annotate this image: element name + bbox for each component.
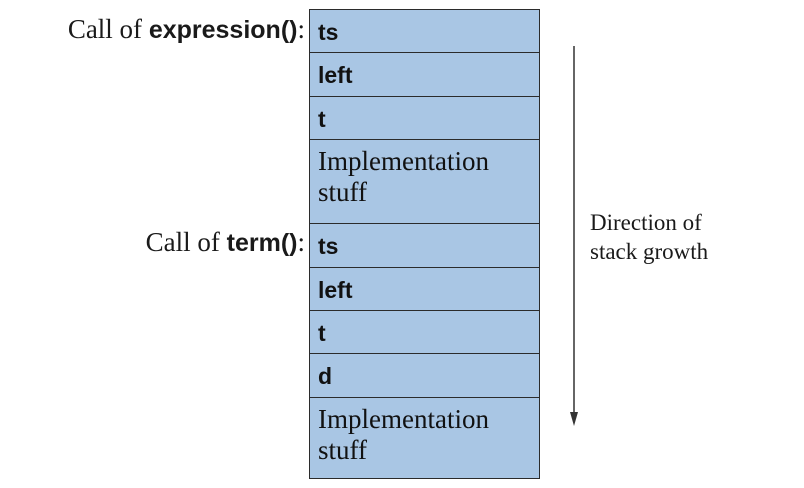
implementation-label: Implementation stuff bbox=[318, 404, 533, 466]
call-suffix: : bbox=[297, 227, 305, 257]
stack-cell-ts: ts bbox=[310, 224, 539, 268]
stack-cell-implementation: Implementation stuff bbox=[310, 140, 539, 224]
stack-cell-left: left bbox=[310, 53, 539, 97]
implementation-label: Implementation stuff bbox=[318, 146, 533, 208]
function-name-expression: expression() bbox=[148, 16, 298, 44]
implementation-line: Implementation bbox=[318, 146, 489, 176]
stack-cell-implementation: Implementation stuff bbox=[310, 398, 539, 478]
implementation-line: Implementation bbox=[318, 404, 489, 434]
call-prefix: Call of bbox=[67, 14, 149, 44]
variable-label: left bbox=[318, 62, 353, 88]
variable-label: left bbox=[318, 277, 353, 303]
stack-cell-t: t bbox=[310, 97, 539, 140]
direction-line: stack growth bbox=[590, 239, 709, 264]
stack-cell-ts: ts bbox=[310, 10, 539, 53]
function-name-term: term() bbox=[226, 229, 298, 257]
variable-label: t bbox=[318, 106, 326, 132]
variable-label: ts bbox=[318, 233, 339, 259]
call-label-expression: Call of expression(): bbox=[68, 16, 305, 43]
variable-label: d bbox=[318, 363, 333, 389]
implementation-line: stuff bbox=[318, 435, 368, 465]
direction-line: Direction of bbox=[590, 210, 702, 235]
call-prefix: Call of bbox=[145, 227, 227, 257]
stack-frames: ts left t Implementation stuff ts left t… bbox=[309, 9, 540, 479]
stack-growth-label: Direction of stack growth bbox=[590, 208, 708, 266]
stack-cell-t: t bbox=[310, 311, 539, 354]
call-label-term: Call of term(): bbox=[146, 229, 305, 256]
variable-label: t bbox=[318, 320, 326, 346]
stack-cell-d: d bbox=[310, 354, 539, 398]
down-arrow-icon bbox=[570, 46, 578, 426]
call-suffix: : bbox=[297, 14, 305, 44]
implementation-line: stuff bbox=[318, 177, 368, 207]
variable-label: ts bbox=[318, 19, 339, 45]
stack-cell-left: left bbox=[310, 268, 539, 311]
